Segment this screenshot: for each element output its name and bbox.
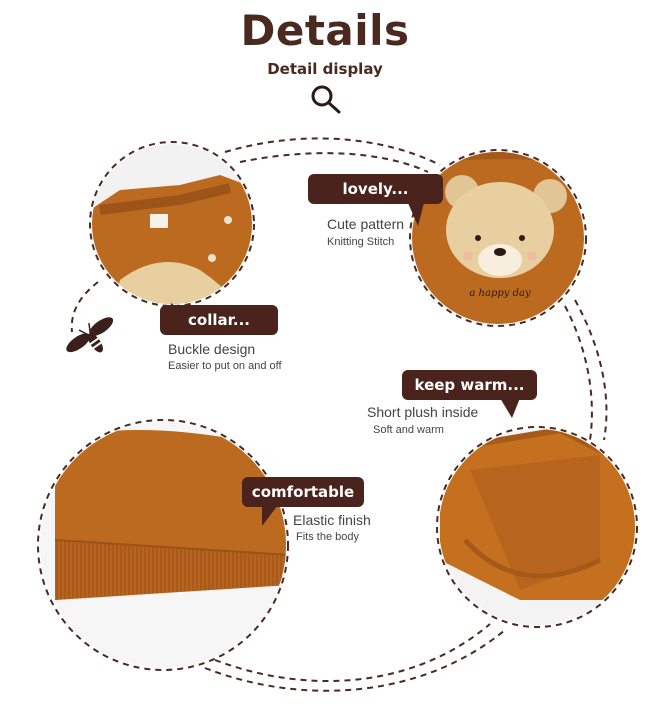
collar-label: collar... <box>160 305 278 335</box>
collar-label-text: collar... <box>188 311 250 329</box>
collar-photo <box>89 141 255 307</box>
lovely-caption: Cute pattern <box>327 216 405 232</box>
connecting-lines <box>70 137 608 692</box>
comfortable-label-text: comfortable <box>251 483 355 501</box>
comfortable-sub: Fits the body <box>296 531 359 543</box>
magnifier-icon <box>311 85 341 114</box>
keep-warm-label-text: keep warm... <box>414 376 525 394</box>
cuff-photo <box>37 419 289 671</box>
print-text: a happy day <box>469 288 531 299</box>
comfortable-label: comfortable <box>242 477 364 507</box>
page-subtitle: Detail display <box>267 60 383 78</box>
keep-warm-sub: Soft and warm <box>373 424 444 436</box>
lovely-label: lovely... <box>308 174 443 204</box>
page-title: Details <box>240 6 410 55</box>
bee-icon <box>66 317 114 353</box>
lovely-label-text: lovely... <box>342 180 409 198</box>
collar-caption: Buckle design <box>168 341 256 357</box>
keep-warm-label: keep warm... <box>402 370 537 400</box>
comfortable-caption: Elastic finish <box>293 512 371 528</box>
plush-inside-photo <box>436 426 638 628</box>
keep-warm-caption: Short plush inside <box>367 404 479 420</box>
lovely-sub: Knitting Stitch <box>327 236 395 248</box>
bear-pattern-photo <box>409 149 587 327</box>
collar-sub: Easier to put on and off <box>168 360 282 372</box>
